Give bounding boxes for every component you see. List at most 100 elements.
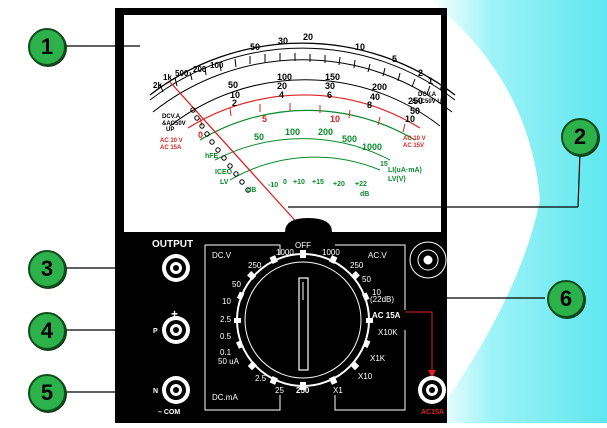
- top-arc-ticks: [159, 53, 431, 95]
- dcv-range-label: 250: [248, 261, 262, 270]
- dcma-label: DC.mA: [212, 393, 238, 402]
- dcv-range-label: 0.1: [220, 348, 232, 357]
- panel-lines: [204, 244, 406, 411]
- left-small-1: DCV.A: [162, 114, 181, 120]
- ma-range-label: 250: [296, 386, 310, 395]
- ua-label: 50 uA: [218, 357, 240, 366]
- hfe-scale-label: 200: [318, 127, 333, 137]
- db-scale-label: +22: [355, 181, 367, 188]
- dcv-range-label: 1000: [276, 248, 294, 257]
- meter-face: [124, 15, 441, 233]
- dcv-10-label: 10: [405, 114, 415, 124]
- red-scale-label: 10: [330, 114, 340, 124]
- hfe-scale-label: 50: [254, 132, 264, 142]
- callout-1: 1: [28, 28, 66, 66]
- callout-5: 5: [28, 374, 66, 412]
- callout-6: 6: [547, 280, 585, 318]
- dcv-50-label: 40: [370, 92, 380, 102]
- green-right-label: 15: [380, 161, 388, 168]
- db-scale-label: +10: [293, 179, 305, 186]
- output-label: OUTPUT: [152, 239, 193, 250]
- dcv-range-label: 50: [232, 280, 241, 289]
- ohm-left-label: 1k: [163, 73, 172, 82]
- ma-range-label: 2.5: [255, 374, 267, 383]
- acv-range-label: 10: [372, 288, 381, 297]
- dcv-50-label: 20: [277, 81, 287, 91]
- ac15a-left: AC 15A: [160, 145, 182, 151]
- dial-off-label: OFF: [295, 241, 311, 250]
- hfe-scale-label: 1000: [362, 142, 382, 152]
- lv-label: LV: [220, 179, 229, 186]
- dcv-250-label: 200: [372, 82, 387, 92]
- scale-arcs: [149, 42, 456, 181]
- callout-4: 4: [28, 312, 66, 350]
- ac10v-left: AC 10 V: [160, 138, 183, 144]
- left-small-2: &AC50V: [162, 121, 186, 127]
- db-scale-label: 0: [283, 179, 287, 186]
- li-label: LI(uA·mA): [388, 167, 422, 174]
- ohm-left-label: 100: [210, 61, 224, 70]
- ohm-left-label: 2k: [153, 81, 162, 90]
- ac15a-jack-label: AC15A: [421, 409, 444, 416]
- acv-range-label: 1000: [322, 248, 340, 257]
- dcv-250-label: 100: [277, 72, 292, 82]
- acv-range-label: 250: [350, 261, 364, 270]
- ohm-range-label: X10K: [378, 328, 398, 337]
- ac10v-right: AC 10 V: [403, 136, 426, 142]
- unit-right-2: &AC50V UP: [412, 99, 446, 105]
- acv-label: AC.V: [368, 251, 387, 260]
- ohm-tick-label: 5: [392, 54, 397, 64]
- hfe-label: hFE: [205, 153, 219, 160]
- dcv-250-label: 150: [325, 72, 340, 82]
- ohm-range-label: X10: [358, 372, 373, 381]
- dcv-range-label: 2.5: [220, 315, 232, 324]
- left-small-3: UP: [166, 127, 174, 133]
- dcv-10-label: 6: [327, 90, 332, 100]
- ohm-tick-label: 20: [303, 32, 313, 42]
- ohm-left-label: 200: [193, 65, 207, 74]
- dial-ticks: [234, 250, 373, 390]
- dcv-label: DC.V: [212, 251, 232, 260]
- dcv-50-label: 10: [230, 90, 240, 100]
- dcv-10-label: 4: [279, 90, 284, 100]
- red-scale-label: 0: [198, 130, 203, 140]
- com-label: – COM: [158, 409, 180, 416]
- com-jack: [162, 376, 190, 404]
- ac15a-lead: [405, 311, 433, 372]
- cyan-background: [430, 0, 607, 423]
- red-scale-label: 5: [262, 114, 267, 124]
- unit-right-1: DCV.A: [418, 92, 437, 98]
- db-scale-label: +15: [312, 179, 324, 186]
- needle: [169, 81, 301, 227]
- acv-range-label: 50: [362, 275, 371, 284]
- db-label: dB: [247, 187, 256, 194]
- dcv-50-label: 30: [325, 81, 335, 91]
- dcv-10-label: 2: [232, 98, 237, 108]
- ac15-dial-label: AC 15A: [372, 311, 401, 320]
- dcv-10-label: 8: [367, 100, 372, 110]
- hfe-scale-label: 500: [342, 134, 357, 144]
- ohm-tick-label: 1: [428, 76, 433, 86]
- dcv-range-label: 0.5: [220, 332, 232, 341]
- ohm-range-label: X1K: [370, 354, 386, 363]
- ohm-tick-label: 10: [355, 42, 365, 52]
- ac15v-right: AC 15V: [403, 143, 424, 149]
- n-label: N: [153, 388, 158, 395]
- ma-range-label: 25: [275, 386, 284, 395]
- db-right-label: dB: [360, 191, 369, 198]
- dcv-250-label: 250: [408, 96, 423, 106]
- hfe-scale-label: 100: [285, 127, 300, 137]
- zero-adjust-cap: [285, 218, 332, 232]
- ohm-tick-label: 30: [278, 36, 288, 46]
- callout-2: 2: [561, 118, 599, 156]
- range-dial: [236, 253, 370, 387]
- ohm-tick-label: 0: [440, 84, 445, 94]
- plus-label: +: [171, 307, 178, 321]
- ac15a-jack: [418, 376, 446, 404]
- db-scale-label: -10: [268, 182, 278, 189]
- zero-ohm-knob: [409, 241, 447, 279]
- dcv-250-label: 50: [228, 80, 238, 90]
- output-jack: [162, 254, 190, 282]
- p-label: P: [153, 328, 158, 335]
- red-arc-ticks: [199, 103, 406, 133]
